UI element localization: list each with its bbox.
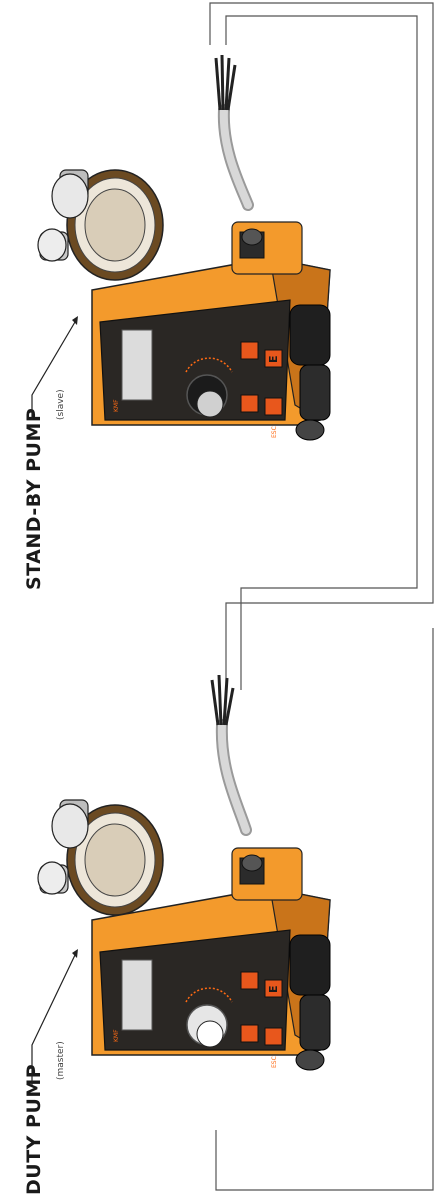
standby-up-button[interactable] [241, 342, 258, 359]
duty-labels: DUTY PUMP (master) [23, 949, 78, 1195]
duty-brand: KMF [113, 1029, 120, 1042]
standby-pump-label: STAND-BY PUMP [23, 408, 45, 590]
standby-labels: STAND-BY PUMP (slave) [23, 316, 78, 590]
duty-esc-button[interactable] [265, 1028, 282, 1045]
standby-pump-head [38, 170, 163, 280]
duty-pump [38, 675, 330, 1070]
standby-pump [38, 55, 330, 440]
duty-pump-head [38, 800, 163, 915]
duty-e-label: E [267, 985, 280, 993]
standby-e-label: E [267, 355, 280, 363]
standby-esc-label: ESC [271, 426, 278, 438]
duty-pump-sublabel: (master) [56, 1041, 66, 1080]
standby-display [122, 330, 152, 400]
duty-up-button[interactable] [241, 972, 258, 989]
duty-cable [212, 675, 246, 830]
standby-leader-line [32, 322, 75, 420]
duty-leader-arrow [72, 949, 78, 958]
duty-down-button[interactable] [241, 1025, 258, 1042]
standby-leader-arrow [72, 316, 78, 325]
standby-esc-button[interactable] [265, 398, 282, 415]
duty-pump-label: DUTY PUMP [23, 1064, 45, 1195]
standby-pump-sublabel: (slave) [56, 389, 66, 420]
duty-display [122, 960, 152, 1030]
standby-down-button[interactable] [241, 395, 258, 412]
duty-esc-label: ESC [271, 1056, 278, 1068]
standby-brand: KMF [113, 399, 120, 412]
standby-cable [216, 55, 248, 205]
